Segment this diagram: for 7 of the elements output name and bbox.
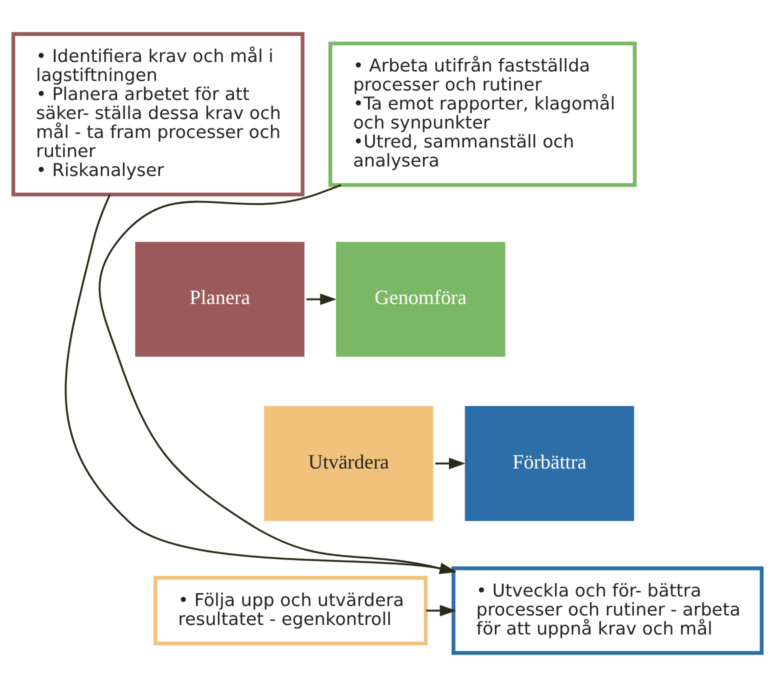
arrow <box>435 457 466 469</box>
node-box: • Identifiera krav och mål i lagstiftningen • Planera arbetet för att säker- ställa dessa krav och mål - ta fram processer och rutiner • Riskanalyser <box>11 32 304 196</box>
arrow <box>426 604 456 616</box>
node-box: • Följa upp och utvärdera resultatet - egenkontroll <box>154 575 428 645</box>
node-box: • Arbeta utifrån fastställda processer och rutiner •Ta emot rapporter, klagomål och synpunkter •Utred, sammanställ och analysera <box>328 41 637 186</box>
node-box: • Utveckla och för- bättra processer och rutiner - arbeta för att uppnå krav och mål <box>452 566 764 654</box>
arrow <box>306 293 337 305</box>
